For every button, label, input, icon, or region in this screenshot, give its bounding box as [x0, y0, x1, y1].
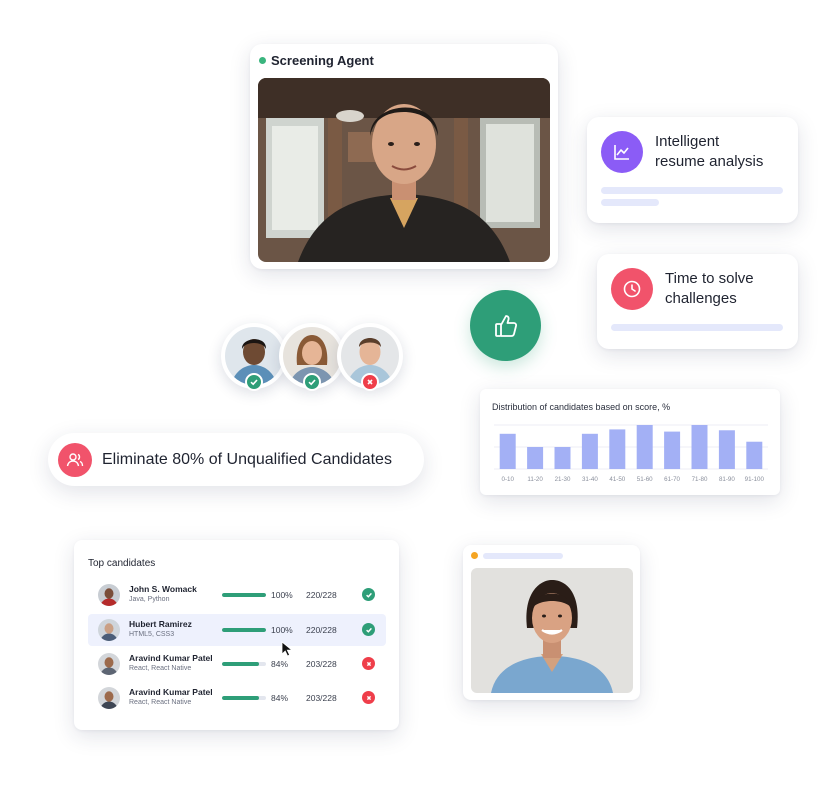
chart-title: Distribution of candidates based on scor… [492, 402, 671, 412]
score-percent: 100% [271, 625, 293, 635]
avatar [98, 653, 120, 675]
chart-bar[interactable] [499, 433, 516, 469]
feature-resume-analysis-label: Intelligent resume analysis [655, 132, 763, 172]
candidate-name: Aravind Kumar Patel [129, 653, 213, 663]
close-icon [361, 373, 379, 391]
avatar [98, 687, 120, 709]
score-points: 220/228 [306, 590, 337, 600]
placeholder-line [611, 324, 783, 331]
avatar [98, 619, 120, 641]
feature-time-to-solve-card: Time to solve challenges [597, 254, 798, 349]
mouse-cursor-icon [281, 641, 294, 657]
candidate-skills: Java, Python [129, 596, 170, 603]
candidate-avatar[interactable] [337, 323, 403, 391]
placeholder-line [601, 199, 659, 206]
online-status-dot [259, 57, 266, 64]
chart-line-icon [601, 131, 643, 173]
video-header [471, 552, 563, 559]
candidate-video-card [463, 545, 640, 700]
check-icon [362, 588, 375, 601]
chart-tick-label: 71-80 [692, 476, 708, 483]
candidate-avatar[interactable] [279, 323, 345, 391]
candidate-avatar[interactable] [221, 323, 287, 391]
placeholder-line [483, 552, 563, 559]
eliminate-candidates-pill: Eliminate 80% of Unqualified Candidates [48, 433, 424, 486]
chart-tick-label: 11-20 [527, 476, 543, 483]
chart-bar[interactable] [664, 431, 681, 469]
check-icon [362, 623, 375, 636]
screening-agent-header: Screening Agent [259, 53, 374, 68]
chart-bar[interactable] [609, 429, 626, 469]
chart-bar[interactable] [691, 425, 708, 469]
feature-time-to-solve-label: Time to solve challenges [665, 269, 754, 309]
score-progress-bar [222, 696, 266, 700]
placeholder-line [601, 187, 783, 194]
score-percent: 84% [271, 659, 289, 669]
agent-video-frame[interactable] [258, 78, 550, 262]
close-icon [362, 691, 375, 704]
chart-bar[interactable] [746, 441, 763, 469]
chart-tick-label: 61-70 [664, 476, 680, 483]
candidate-skills: React, React Native [129, 665, 192, 672]
chart-bar[interactable] [554, 447, 571, 469]
chart-tick-label: 0-10 [502, 476, 515, 483]
chart-bar[interactable] [636, 425, 653, 469]
score-percent: 84% [271, 693, 289, 703]
chart-tick-label: 21-30 [555, 476, 571, 483]
chart-tick-label: 81-90 [719, 476, 735, 483]
candidate-video-frame[interactable] [471, 568, 633, 693]
recording-status-dot [471, 552, 478, 559]
feature-label-line1: Intelligent [655, 133, 720, 150]
chart-bar[interactable] [718, 430, 735, 469]
avatar [98, 584, 120, 606]
clock-icon [611, 268, 653, 310]
score-progress-bar [222, 662, 266, 666]
close-icon [362, 657, 375, 670]
score-points: 220/228 [306, 625, 337, 635]
score-progress-bar [222, 628, 266, 632]
candidate-skills: React, React Native [129, 699, 192, 706]
score-percent: 100% [271, 590, 293, 600]
eliminate-text: Eliminate 80% of Unqualified Candidates [102, 450, 392, 468]
chart-tick-label: 91-100 [745, 476, 765, 483]
thumbs-up-button[interactable] [470, 290, 541, 361]
feature-resume-analysis-card: Intelligent resume analysis [587, 117, 798, 223]
screening-agent-title: Screening Agent [271, 53, 374, 68]
check-icon [245, 373, 263, 391]
score-points: 203/228 [306, 693, 337, 703]
distribution-chart-card: Distribution of candidates based on scor… [480, 389, 780, 495]
chart-tick-label: 31-40 [582, 476, 598, 483]
feature-label-line1: Time to solve [665, 270, 754, 287]
candidate-name: Aravind Kumar Patel [129, 687, 213, 697]
top-candidates-title: Top candidates [88, 558, 156, 569]
distribution-bar-chart: 0-10 11-20 21-30 31-40 41-50 51-60 61-70 71-80 8… [494, 424, 768, 483]
thumbs-up-icon [494, 314, 517, 337]
chart-bar[interactable] [581, 433, 598, 469]
feature-label-line2: resume analysis [655, 153, 764, 170]
users-icon [58, 442, 92, 477]
chart-tick-label: 51-60 [637, 476, 653, 483]
feature-label-line2: challenges [665, 290, 737, 307]
score-progress-bar [222, 593, 266, 597]
score-points: 203/228 [306, 659, 337, 669]
candidate-name: John S. Womack [129, 584, 197, 594]
screening-agent-card: Screening Agent [250, 44, 558, 269]
candidate-skills: HTML5, CSS3 [129, 631, 175, 638]
chart-bar[interactable] [527, 447, 544, 469]
chart-tick-label: 41-50 [609, 476, 625, 483]
check-icon [303, 373, 321, 391]
candidate-name: Hubert Ramirez [129, 619, 192, 629]
